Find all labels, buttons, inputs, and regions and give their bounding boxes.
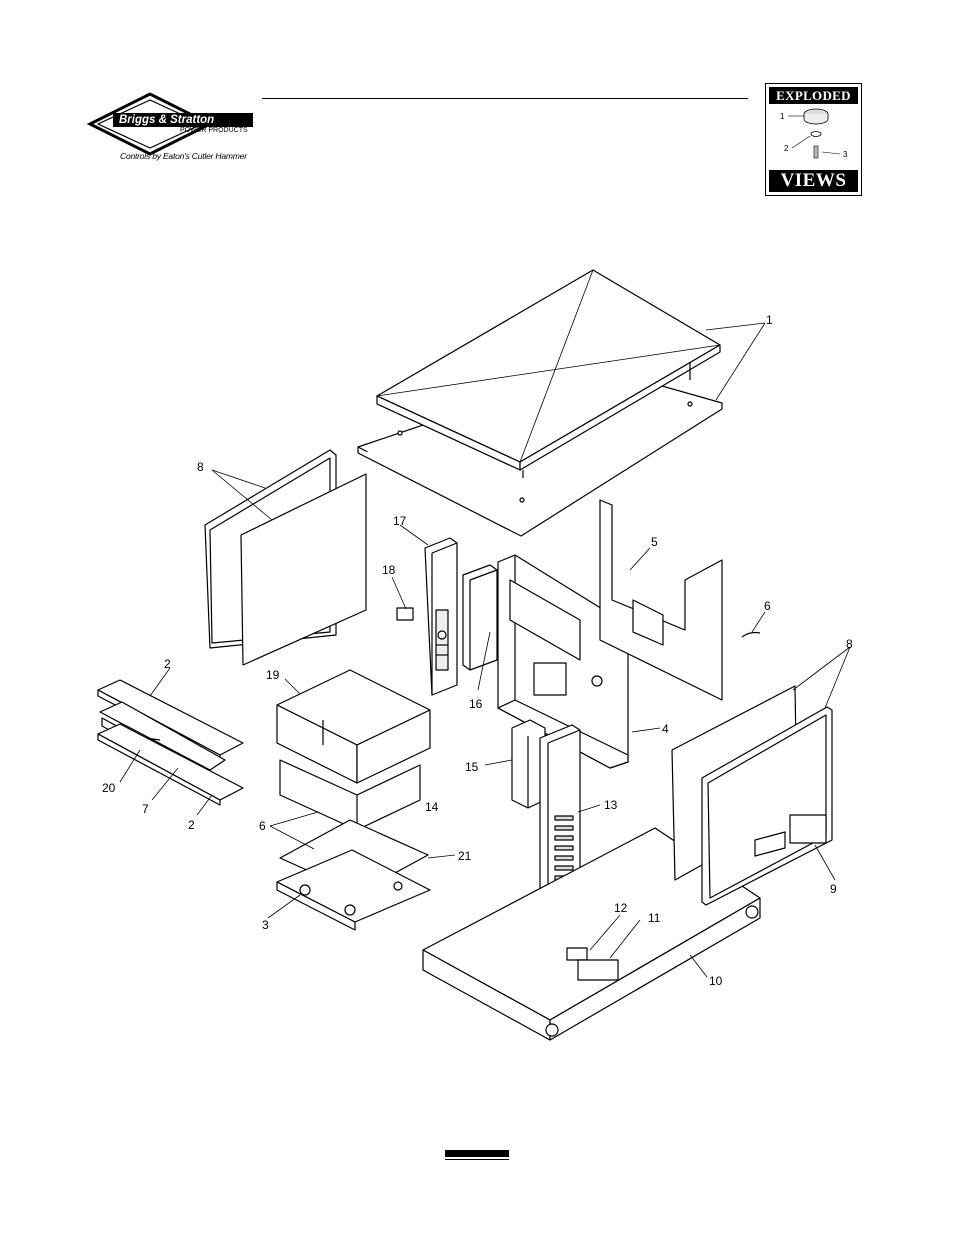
- callout-19: 19: [266, 668, 280, 682]
- callout-12: 12: [614, 901, 628, 915]
- part-19-box: [277, 670, 430, 783]
- callout-1: 1: [766, 313, 773, 327]
- callout-20: 20: [102, 781, 116, 795]
- callout-2-lower: 2: [188, 818, 195, 832]
- part-17-column: [425, 538, 457, 695]
- callout-4: 4: [662, 722, 669, 736]
- callout-14: 14: [425, 800, 439, 814]
- part-16-bracket: [463, 565, 497, 670]
- callout-9: 9: [830, 882, 837, 896]
- callout-6: 6: [764, 599, 771, 613]
- footer-line: [445, 1159, 509, 1160]
- callout-17: 17: [393, 514, 407, 528]
- footer-bar: [445, 1150, 509, 1157]
- callout-2: 2: [164, 657, 171, 671]
- callout-3: 3: [262, 918, 269, 932]
- callout-18: 18: [382, 563, 396, 577]
- callout-6-lower: 6: [259, 819, 266, 833]
- callout-11: 11: [648, 911, 661, 925]
- callout-7: 7: [142, 802, 149, 816]
- callout-13: 13: [604, 798, 618, 812]
- part-1-roof: [358, 270, 722, 536]
- part-2-7-20-plates: [98, 680, 243, 805]
- part-6-clip-right: [742, 633, 760, 638]
- callout-15: 15: [465, 760, 479, 774]
- part-18-label: [397, 608, 413, 620]
- callout-5: 5: [651, 535, 658, 549]
- callout-8: 8: [197, 460, 204, 474]
- callout-10: 10: [709, 974, 723, 988]
- callout-16: 16: [469, 697, 483, 711]
- part-8-left-panels: [205, 450, 366, 665]
- callout-8-right: 8: [846, 637, 853, 651]
- callout-21: 21: [458, 849, 472, 863]
